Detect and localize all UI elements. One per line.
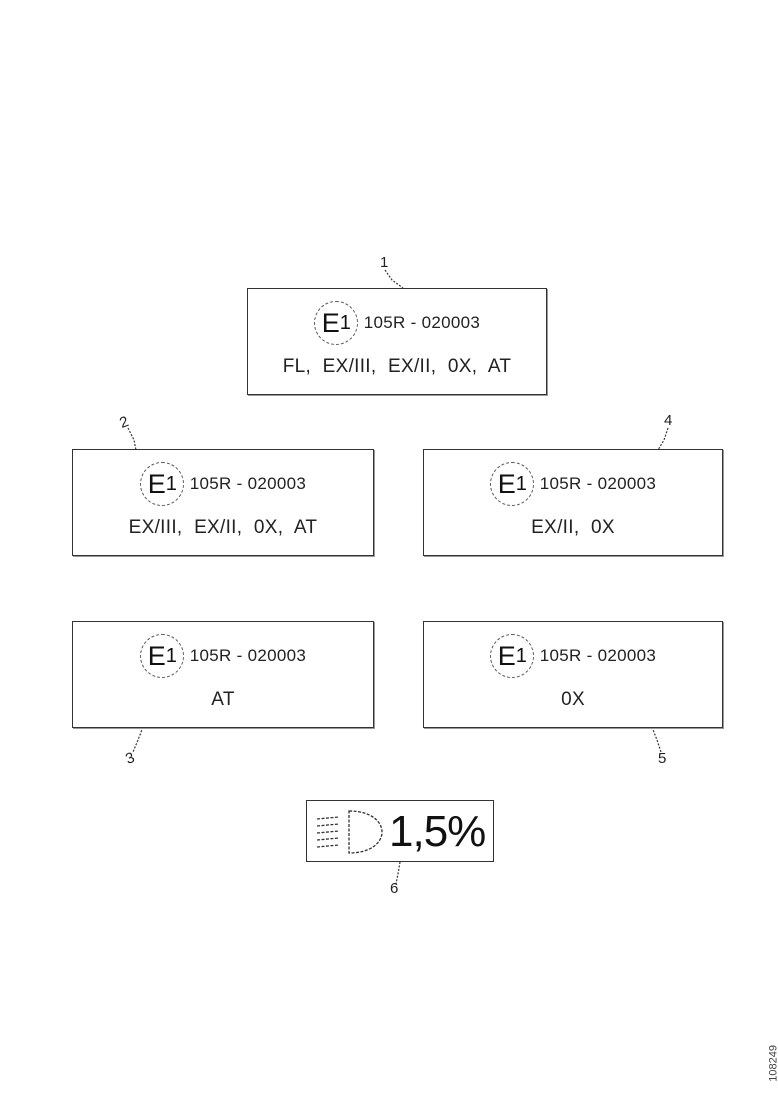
figure-reference: 108249 xyxy=(768,1045,778,1082)
callout-1: 1 xyxy=(380,254,389,271)
callout-6: 6 xyxy=(390,880,399,897)
approval-number: 105R - 020003 xyxy=(539,474,657,493)
leader-4 xyxy=(657,427,669,451)
leader-3 xyxy=(132,726,144,753)
low-beam-headlamp-icon xyxy=(316,810,383,854)
category-markings: EX/III, EX/II, 0X, AT xyxy=(128,517,318,538)
callout-4: 4 xyxy=(664,412,673,429)
category-markings: FL, EX/III, EX/II, 0X, AT xyxy=(282,356,512,377)
category-markings: 0X xyxy=(561,689,585,710)
approval-number: 105R - 020003 xyxy=(189,474,307,493)
leader-5 xyxy=(651,726,662,753)
headlamp-aim-label: 1,5% xyxy=(306,800,494,862)
leader-2 xyxy=(127,427,137,451)
approval-number: 105R - 020003 xyxy=(539,646,657,665)
category-markings: EX/II, 0X xyxy=(531,517,615,538)
approval-number: 105R - 020003 xyxy=(189,646,307,665)
approval-number: 105R - 020003 xyxy=(363,313,481,332)
leader-6 xyxy=(395,861,401,885)
aim-percentage: 1,5% xyxy=(389,807,486,856)
leader-1 xyxy=(384,269,404,289)
category-markings: AT xyxy=(211,689,235,710)
callout-5: 5 xyxy=(658,750,667,767)
